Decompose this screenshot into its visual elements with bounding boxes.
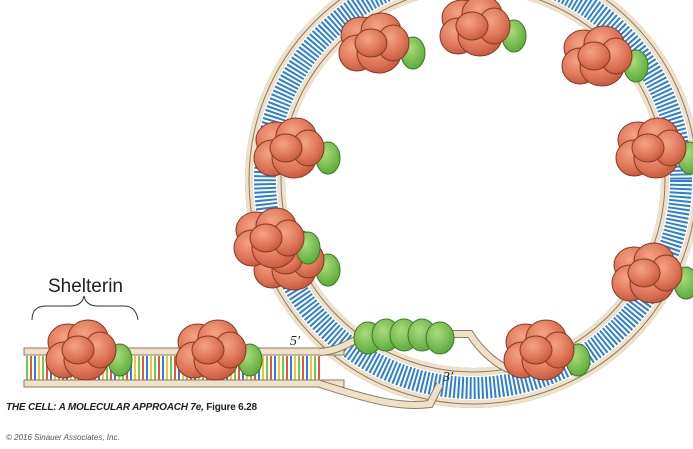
base-pair	[166, 356, 168, 380]
base-pair	[142, 356, 144, 380]
shelterin-label: Shelterin	[48, 276, 123, 297]
shelterin-complex	[503, 319, 591, 381]
three-prime-label: 3′	[443, 370, 454, 385]
base-pair	[294, 356, 296, 380]
base-pair	[170, 356, 172, 380]
shelterin-complex	[611, 242, 693, 304]
base-pair	[306, 356, 308, 380]
base-pair	[146, 356, 148, 380]
base-pair	[310, 356, 312, 380]
base-pair	[290, 356, 292, 380]
base-pair	[38, 356, 40, 380]
base-pair	[30, 356, 32, 380]
base-pair	[150, 356, 152, 380]
base-pair	[318, 356, 320, 380]
shelterin-complex	[338, 12, 426, 74]
copyright-line: © 2016 Sinauer Associates, Inc.	[6, 433, 120, 442]
base-pair	[174, 356, 176, 380]
shelterin-complex	[561, 25, 649, 87]
base-pair	[278, 356, 280, 380]
five-prime-label: 5′	[290, 334, 301, 349]
base-pair	[302, 356, 304, 380]
shelterin-complex	[439, 0, 527, 57]
shelterin-complex	[253, 117, 341, 179]
base-pair	[262, 356, 264, 380]
figure-number: Figure 6.28	[206, 402, 257, 413]
central-protein-cluster	[353, 318, 455, 355]
book-title: THE CELL: A MOLECULAR APPROACH 7e	[6, 402, 202, 413]
base-pair	[158, 356, 160, 380]
shelterin-complexes	[45, 0, 693, 381]
base-pair	[130, 356, 132, 380]
shelterin-bracket	[31, 295, 139, 321]
base-pair	[274, 356, 276, 380]
figure-caption: THE CELL: A MOLECULAR APPROACH 7e, Figur…	[6, 402, 257, 413]
base-pair	[34, 356, 36, 380]
base-pair	[282, 356, 284, 380]
base-pair	[106, 356, 108, 380]
dna-loop	[245, 0, 693, 408]
base-pair	[238, 356, 240, 380]
base-pair	[162, 356, 164, 380]
shelterin-complex	[233, 207, 321, 269]
base-pair	[134, 356, 136, 380]
base-pair	[270, 356, 272, 380]
shelterin-complex	[615, 117, 693, 179]
base-pair	[46, 356, 48, 380]
base-pair	[266, 356, 268, 380]
base-pair	[286, 356, 288, 380]
base-pair	[42, 356, 44, 380]
base-pair	[154, 356, 156, 380]
shelterin-complex	[175, 319, 263, 381]
base-pair	[138, 356, 140, 380]
base-pair	[298, 356, 300, 380]
base-pair	[26, 356, 28, 380]
base-pair	[314, 356, 316, 380]
shelterin-complex	[45, 319, 133, 381]
